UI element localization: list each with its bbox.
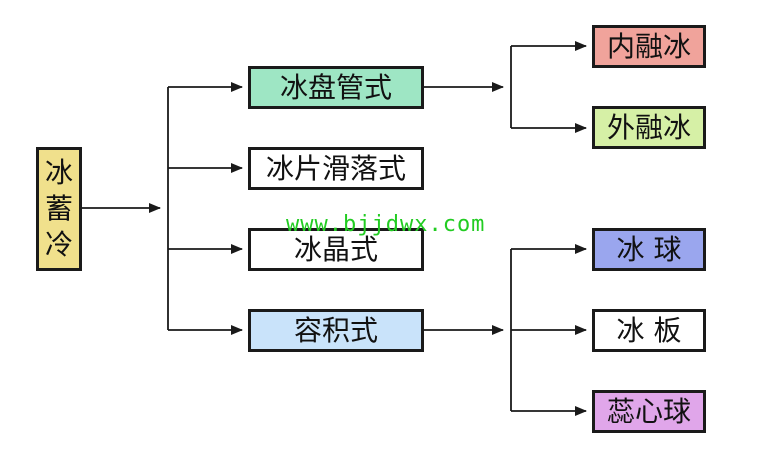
root-node: 冰 蓄 冷 [36, 147, 82, 271]
node-core-ball: 蕊心球 [592, 390, 706, 433]
root-char-1: 冰 [44, 156, 73, 189]
node-ice-coil-label: 冰盘管式 [279, 70, 392, 104]
node-internal-melt-label: 内融冰 [606, 29, 691, 63]
node-ice-plate-label: 冰 板 [616, 313, 682, 347]
node-core-ball-label: 蕊心球 [606, 394, 691, 428]
node-ice-ball-label: 冰 球 [616, 232, 682, 266]
node-volume: 容积式 [248, 309, 424, 352]
node-volume-label: 容积式 [293, 313, 378, 347]
node-ice-coil: 冰盘管式 [248, 66, 424, 109]
root-char-2: 蓄 [44, 192, 73, 225]
node-ice-ball: 冰 球 [592, 228, 706, 271]
node-ice-slurry: 冰晶式 [248, 228, 424, 271]
node-external-melt: 外融冰 [592, 106, 706, 149]
root-char-3: 冷 [44, 228, 73, 261]
node-ice-slurry-label: 冰晶式 [293, 232, 378, 266]
node-internal-melt: 内融冰 [592, 25, 706, 68]
node-ice-flake-label: 冰片滑落式 [265, 151, 406, 185]
node-ice-plate: 冰 板 [592, 309, 706, 352]
node-ice-flake: 冰片滑落式 [248, 147, 424, 190]
node-external-melt-label: 外融冰 [606, 110, 691, 144]
watermark-text: www.bjjdwx.com [286, 212, 486, 237]
